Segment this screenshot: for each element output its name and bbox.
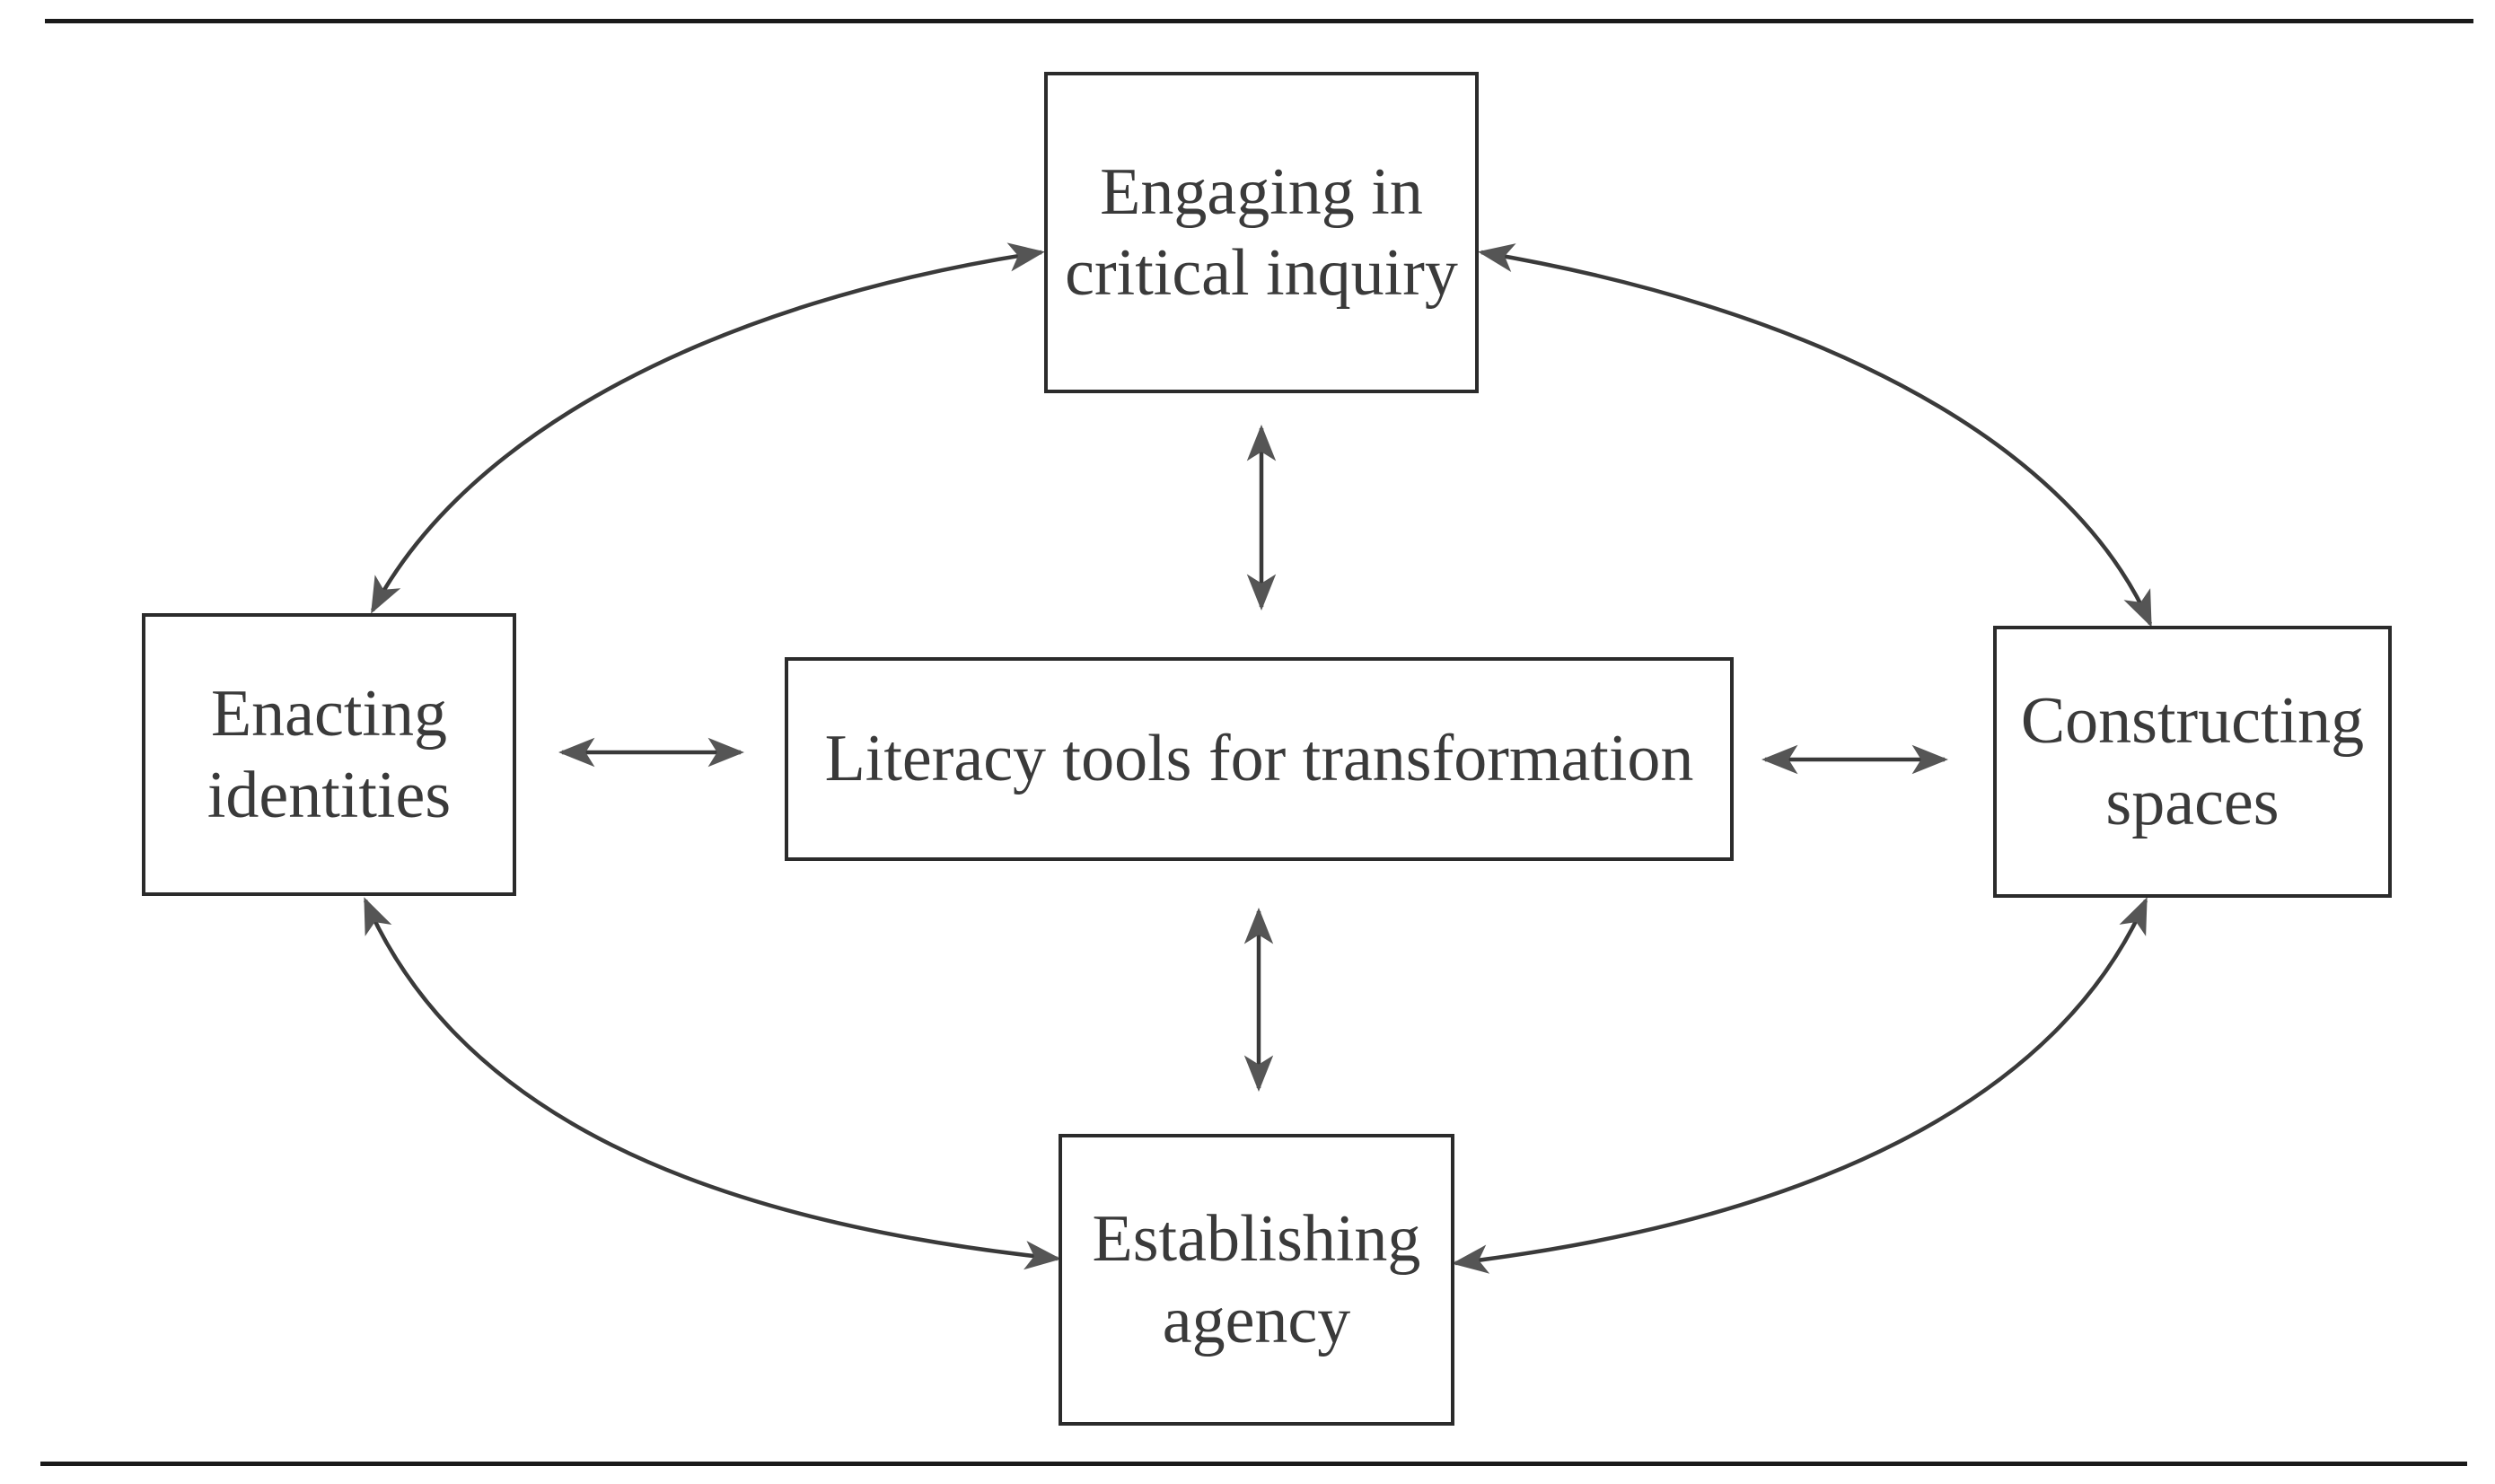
bottom-rule — [40, 1462, 2467, 1466]
node-label-line: agency — [1162, 1283, 1351, 1357]
node-label-line: identities — [206, 758, 452, 832]
node-label-line: Constructing — [2020, 684, 2365, 759]
node-label-line: Establishing — [1092, 1202, 1421, 1277]
node-constructing-spaces: Constructing spaces — [1993, 626, 2392, 898]
edge-top-right — [1478, 243, 2153, 628]
node-label-line: spaces — [2105, 765, 2280, 839]
edge-left-bottom — [363, 897, 1062, 1270]
edge-top-left — [371, 242, 1046, 614]
node-engaging-critical-inquiry: Engaging in critical inquiry — [1044, 72, 1479, 393]
node-label-line: Engaging in — [1100, 154, 1423, 229]
top-rule — [45, 19, 2473, 23]
node-establishing-agency: Establishing agency — [1059, 1134, 1454, 1426]
node-literacy-tools: Literacy tools for transformation — [785, 657, 1734, 861]
node-label-line: critical inquiry — [1065, 236, 1458, 310]
node-label-line: Enacting — [210, 677, 447, 751]
node-enacting-identities: Enacting identities — [142, 613, 516, 896]
edge-right-bottom — [1451, 897, 2148, 1274]
node-label-line: Literacy tools for transformation — [824, 722, 1694, 796]
